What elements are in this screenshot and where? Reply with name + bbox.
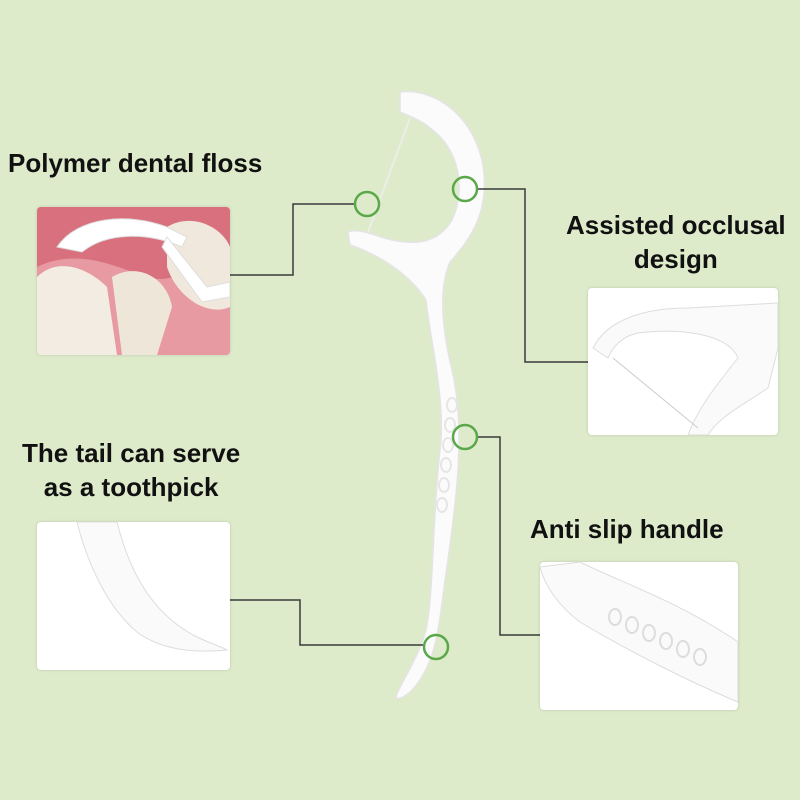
connector-tail — [230, 599, 423, 646]
label-tail-line2: as a toothpick — [43, 472, 219, 502]
label-occlusal-line1: Assisted occlusal — [566, 210, 786, 240]
connector-occlusal — [476, 188, 588, 363]
connector-handle — [476, 436, 540, 636]
panel-toothpick-tail — [37, 522, 230, 670]
marker-floss — [353, 190, 381, 218]
label-handle: Anti slip handle — [530, 514, 724, 544]
panel-occlusal — [588, 288, 778, 435]
panel-anti-slip-handle — [540, 562, 738, 710]
panel-floss-in-teeth — [37, 207, 230, 355]
floss-pick — [347, 90, 486, 700]
label-occlusal-line2: design — [633, 244, 718, 274]
grip-dots — [436, 397, 458, 513]
marker-handle — [451, 423, 479, 451]
label-occlusal: Assisted occlusal design — [566, 208, 786, 276]
marker-occlusal — [451, 175, 479, 203]
label-tail: The tail can serve as a toothpick — [22, 436, 240, 504]
label-floss: Polymer dental floss — [8, 148, 263, 178]
marker-tail — [422, 633, 450, 661]
connector-floss — [230, 203, 355, 276]
label-tail-line1: The tail can serve — [22, 438, 241, 468]
